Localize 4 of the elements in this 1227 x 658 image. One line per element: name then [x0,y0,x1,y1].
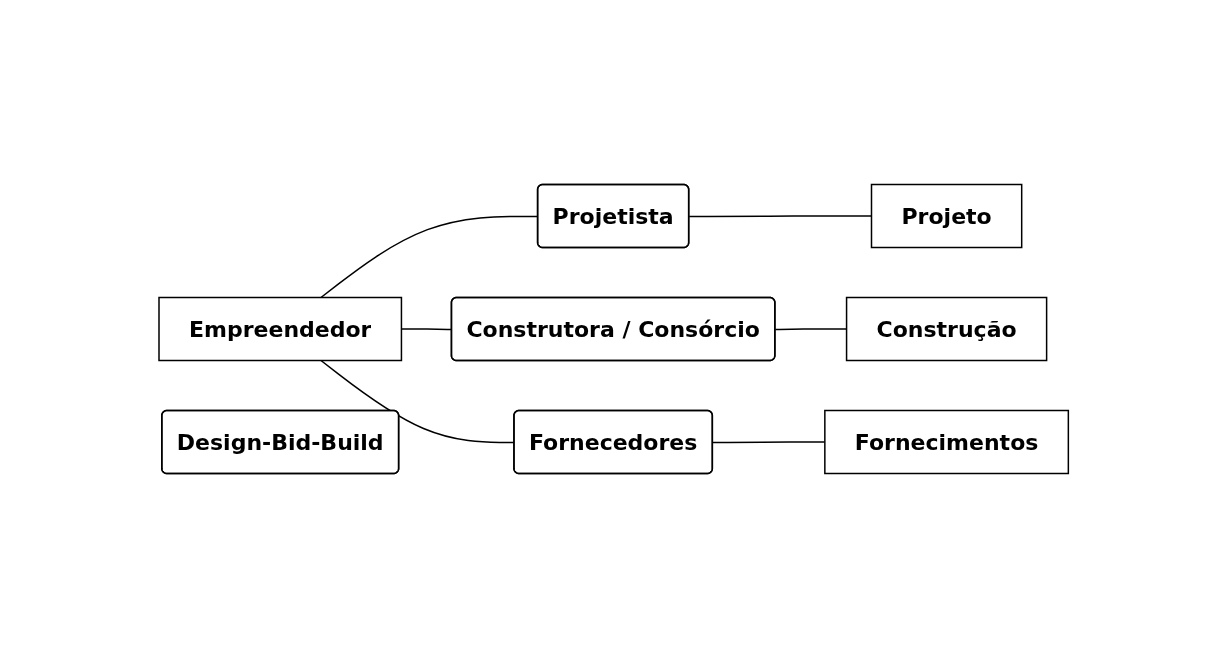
node-box: Empreendedor [158,296,402,362]
node-box: Fornecimentos [823,409,1069,475]
node-box: Construção [845,296,1048,362]
node-box: Projeto [870,183,1023,249]
